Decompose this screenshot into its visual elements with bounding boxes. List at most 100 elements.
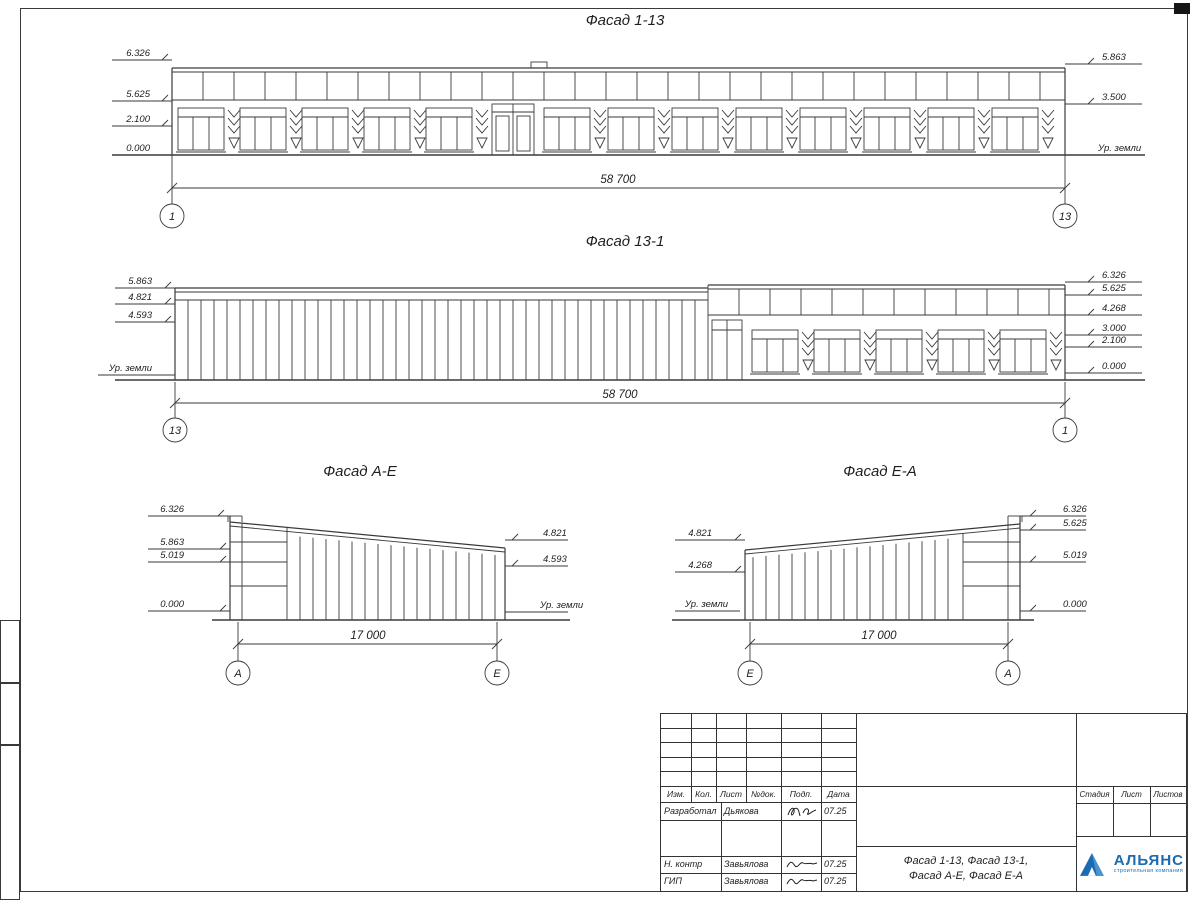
entrance-door	[491, 103, 535, 156]
elevation-mark: 2.100	[125, 114, 150, 125]
facade-13-1-drawing: 5.863 4.821 4.593 Ур. земли 6.326 5.625 …	[98, 270, 1145, 443]
dimension-line: 58 700	[166, 155, 1071, 204]
sheets-header: Листов	[1153, 790, 1183, 799]
col-header: Подп.	[789, 789, 813, 799]
elevation-mark: 5.863	[128, 276, 152, 287]
row-role: ГИП	[664, 876, 682, 886]
elevation-mark: 5.019	[160, 550, 184, 561]
elevation-mark: 6.326	[1102, 270, 1126, 281]
axis-label: 13	[169, 425, 182, 437]
document-title: Фасад 1-13, Фасад 13-1, Фасад А-Е, Фасад…	[856, 846, 1076, 891]
company-logo: АЛЬЯНС строительная компания	[1078, 838, 1184, 889]
row-name: Завьялова	[724, 876, 769, 886]
company-subtitle: строительная компания	[1113, 868, 1184, 874]
elevation-mark: 5.863	[160, 537, 184, 548]
elevation-mark: 6.326	[160, 504, 184, 515]
signature-icon	[786, 878, 818, 885]
parapet-joints	[738, 289, 1050, 315]
dimension-line: 58 700	[169, 382, 1071, 418]
facade-13-1-title: Фасад 13-1	[585, 233, 665, 250]
elevation-mark: 2.100	[1101, 335, 1126, 346]
col-header: Кол.	[695, 789, 712, 799]
dimension-line: 17 000	[232, 622, 503, 661]
row-date: 07.25	[824, 876, 847, 886]
axis-markers: Е А	[737, 660, 1021, 686]
elevation-marks-left: 5.863 4.821 4.593 Ур. земли	[98, 276, 175, 376]
sheet-frame	[20, 8, 1188, 892]
elevation-mark: 5.625	[126, 89, 150, 100]
margin-box	[0, 683, 20, 745]
axis-markers: А Е	[225, 660, 510, 686]
document-title-line2: Фасад А-Е, Фасад Е-А	[908, 869, 1024, 882]
facade-1-13-title: Фасад 1-13	[585, 12, 665, 29]
facade-a-e-title: Фасад А-Е	[323, 463, 397, 480]
alliance-logo-icon	[1079, 852, 1104, 876]
ground-level-label: Ур. земли	[1097, 143, 1142, 154]
dimension-value: 17 000	[861, 630, 897, 642]
ground-level-label: Ур. земли	[684, 599, 729, 610]
entrance-door	[711, 319, 743, 381]
elevation-marks-left: 6.326 5.625 2.100 0.000	[112, 48, 172, 154]
col-header: Лист	[720, 789, 742, 799]
elevation-marks-left: 4.821 4.268 Ур. земли	[675, 528, 745, 612]
row-role: Разработал	[664, 806, 717, 816]
elevation-mark: 5.625	[1102, 283, 1126, 294]
axis-markers: 13 1	[162, 417, 1078, 443]
axis-label: Е	[493, 668, 501, 680]
elevation-mark: 0.000	[1063, 599, 1087, 610]
sheet-header: Лист	[1121, 790, 1142, 799]
facade-e-a-title: Фасад Е-А	[843, 463, 917, 480]
elevation-mark: 6.326	[126, 48, 150, 59]
col-header: №док.	[750, 789, 776, 799]
axis-label: 1	[169, 211, 175, 223]
col-header: Дата	[827, 789, 850, 799]
ground-level-label: Ур. земли	[539, 600, 584, 611]
facade-1-13-drawing: 6.326 5.625 2.100 0.000 5.863 3.500 Ур. …	[112, 48, 1145, 229]
ground-level-label: Ур. земли	[108, 363, 153, 374]
elevation-mark: 4.268	[1102, 303, 1126, 314]
row-name: Завьялова	[724, 859, 769, 869]
axis-label: Е	[746, 668, 754, 680]
elevation-marks-left: 6.326 5.863 5.019 0.000	[148, 504, 230, 612]
axis-markers: 1 13	[159, 203, 1078, 229]
axis-label: 13	[1059, 211, 1072, 223]
elevation-marks-right: 6.326 5.625 4.268 3.000 2.100 0.000	[1065, 270, 1142, 374]
elevation-mark: 0.000	[1102, 361, 1126, 372]
row-date: 07.25	[824, 806, 847, 816]
dimension-value: 58 700	[600, 174, 636, 186]
parapet-joints	[202, 72, 1041, 100]
elevation-mark: 4.593	[543, 554, 567, 565]
building-outline	[174, 284, 1066, 380]
window-row	[749, 329, 1063, 375]
document-title-line1: Фасад 1-13, Фасад 13-1,	[903, 854, 1029, 867]
col-header: Изм.	[666, 789, 686, 799]
elevation-marks-right: 5.863 3.500 Ур. земли	[1065, 52, 1142, 154]
elevation-mark: 3.000	[1102, 323, 1126, 334]
signature-icon	[787, 807, 817, 817]
margin-box	[0, 745, 20, 900]
row-role: Н. контр	[664, 859, 703, 869]
corner-mark	[1174, 3, 1190, 14]
elevation-marks-right: 4.821 4.593 Ур. земли	[505, 528, 584, 613]
elevation-mark: 4.821	[688, 528, 712, 539]
elevation-mark: 4.821	[543, 528, 567, 539]
signature-icon	[786, 861, 818, 868]
title-block: Изм. Кол. Лист №док. Подп. Дата Разработ…	[660, 713, 1187, 892]
building-outline	[227, 515, 506, 620]
margin-box	[0, 620, 20, 683]
elevation-mark: 0.000	[160, 599, 184, 610]
elevation-mark: 5.019	[1063, 550, 1087, 561]
row-date: 07.25	[824, 859, 847, 869]
dimension-value: 58 700	[602, 389, 638, 401]
siding-lines	[299, 536, 496, 620]
facade-e-a-drawing: 4.821 4.268 Ур. земли 6.326 5.625 5.019 …	[672, 504, 1087, 686]
elevation-mark: 5.625	[1063, 518, 1087, 529]
company-name: АЛЬЯНС	[1113, 852, 1184, 869]
elevation-mark: 4.593	[128, 310, 152, 321]
axis-label: А	[1003, 668, 1011, 680]
dimension-value: 17 000	[350, 630, 386, 642]
elevation-mark: 4.268	[688, 560, 712, 571]
building-outline	[171, 61, 1066, 155]
axis-label: А	[233, 668, 241, 680]
